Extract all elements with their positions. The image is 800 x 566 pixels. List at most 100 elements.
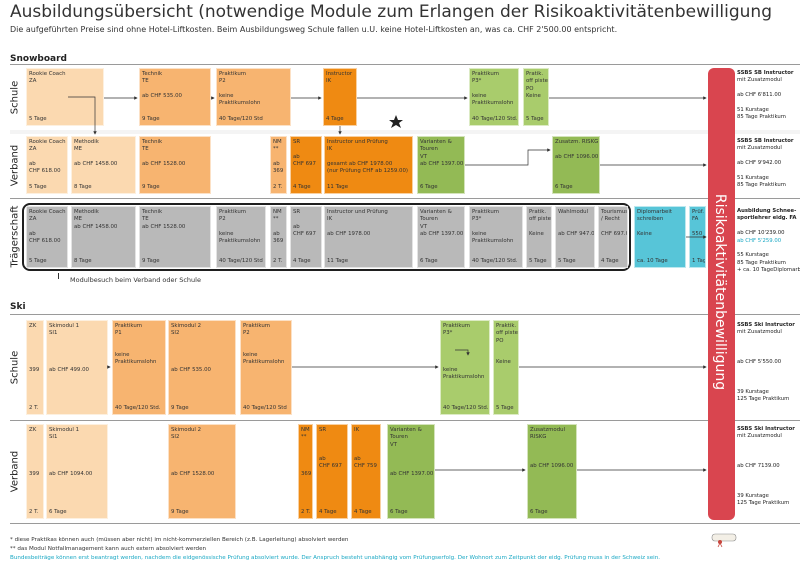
module-text: Praktikum xyxy=(115,323,143,329)
module-duration: 40 Tage/120 Std. xyxy=(443,404,489,411)
result-line xyxy=(737,441,795,448)
module-text: Instructor xyxy=(326,71,353,77)
module-text: 550 xyxy=(692,230,703,237)
module-text: ab xyxy=(29,160,36,167)
module-text: Praktikumslohn xyxy=(219,238,261,245)
flow-arrow xyxy=(68,96,97,135)
module-duration: 6 Tage xyxy=(420,183,438,190)
module-text: ab xyxy=(273,160,280,167)
module-text: IK xyxy=(327,146,333,153)
module-text: ab xyxy=(293,223,300,230)
module-duration: 40 Tage/120 Std. xyxy=(472,115,518,122)
section-snowboard: Snowboard xyxy=(10,54,67,64)
result-line: 51 Kurstage xyxy=(737,175,769,182)
module-text: Keine xyxy=(637,230,652,237)
result-line: 85 Tage Praktikum xyxy=(737,114,786,121)
result-line: 51 Kurstage xyxy=(737,107,769,114)
module-duration: 4 Tage xyxy=(354,508,372,515)
module-text: ab CHF 535.00 xyxy=(142,92,182,99)
result-line: SSBS SB Instructor xyxy=(737,70,794,76)
permit-bar-label: Risikoaktivitätenbewilligung xyxy=(712,193,728,391)
module-text: ab CHF 1094.00 xyxy=(49,470,93,477)
module-duration: 6 Tage xyxy=(390,508,408,515)
module-duration: ca. 10 Tage xyxy=(637,257,668,264)
module-text: Varianten & xyxy=(420,209,452,215)
module-duration: 6 Tage xyxy=(420,257,438,264)
module-text: IK xyxy=(326,78,332,85)
module-text: FA xyxy=(692,216,699,223)
module-text: Varianten & xyxy=(420,139,452,145)
module-text: Praktikum xyxy=(443,323,471,329)
result-line xyxy=(737,470,795,477)
diploma-icon xyxy=(711,533,737,548)
module-text: VT xyxy=(390,441,397,448)
module-text: Keine xyxy=(496,359,511,366)
module-duration: 9 Tage xyxy=(171,508,189,515)
result-line: Ausbildung Schnee- xyxy=(737,208,797,214)
module-text: IK xyxy=(327,216,333,223)
connector xyxy=(58,273,59,279)
module-text: P2 xyxy=(243,330,250,337)
module-text: off piste xyxy=(529,216,551,223)
module-text: CHF 697.00 xyxy=(601,230,627,237)
result-line xyxy=(737,337,795,344)
module-text: SR xyxy=(293,139,301,145)
module-duration: 8 Tage xyxy=(74,183,92,190)
module-text: ab xyxy=(319,456,326,463)
result-line: SSBS Ski Instructor xyxy=(737,426,795,432)
result-line: 125 Tage Praktikum xyxy=(737,500,790,507)
module-text: gesamt ab CHF 1978.00 xyxy=(327,160,393,167)
module-text: keine xyxy=(472,92,487,99)
result-line xyxy=(737,168,794,175)
page-title: Ausbildungsübersicht (notwendige Module … xyxy=(10,2,772,22)
carrier-frame xyxy=(22,203,631,271)
result-line xyxy=(737,381,795,388)
result-line xyxy=(737,478,795,485)
result-line: ab CHF 6'811.00 xyxy=(737,92,782,99)
module-text: Praktikumslohn xyxy=(115,359,157,366)
module-text: ab xyxy=(293,153,300,160)
module-text: Touren xyxy=(390,434,408,441)
module-text: NM xyxy=(273,209,282,215)
module-duration: 2 T. xyxy=(273,257,283,264)
module-duration: 5 Tage xyxy=(29,183,47,190)
module-text: Praktikum xyxy=(243,323,271,329)
module-text: keine xyxy=(243,352,258,359)
module-text: PO xyxy=(496,337,504,344)
module-text: keine xyxy=(115,352,130,359)
module-text: ab CHF 499.00 xyxy=(49,366,89,373)
footnote: ** das Modul Notfallmanagement kann auch… xyxy=(10,546,207,552)
module-text: ZA xyxy=(29,146,37,153)
module-text: Technik xyxy=(142,71,163,77)
result-line xyxy=(737,448,795,455)
module-text: Skimodul 1 xyxy=(49,323,80,329)
module-text: Skimodul 1 xyxy=(49,427,80,433)
module-duration: 2 T. xyxy=(301,508,311,515)
module-text: keine xyxy=(219,230,234,237)
module-text: IK xyxy=(354,427,360,433)
result-line: mit Zusatzmodul xyxy=(737,77,782,84)
module-text: off piste xyxy=(496,330,518,337)
module-duration: 11 Tage xyxy=(327,257,349,264)
result-line: 39 Kurstage xyxy=(737,388,769,395)
module-duration: 6 Tage xyxy=(530,508,548,515)
module-text: ab xyxy=(29,230,36,237)
result-line xyxy=(737,153,794,160)
module-text: ** xyxy=(301,434,307,441)
result-line xyxy=(737,366,795,373)
module-text: Praktikumslohn xyxy=(472,100,514,107)
result-line: mit Zusatzmodul xyxy=(737,433,782,440)
module-text: schreiben xyxy=(637,216,664,223)
